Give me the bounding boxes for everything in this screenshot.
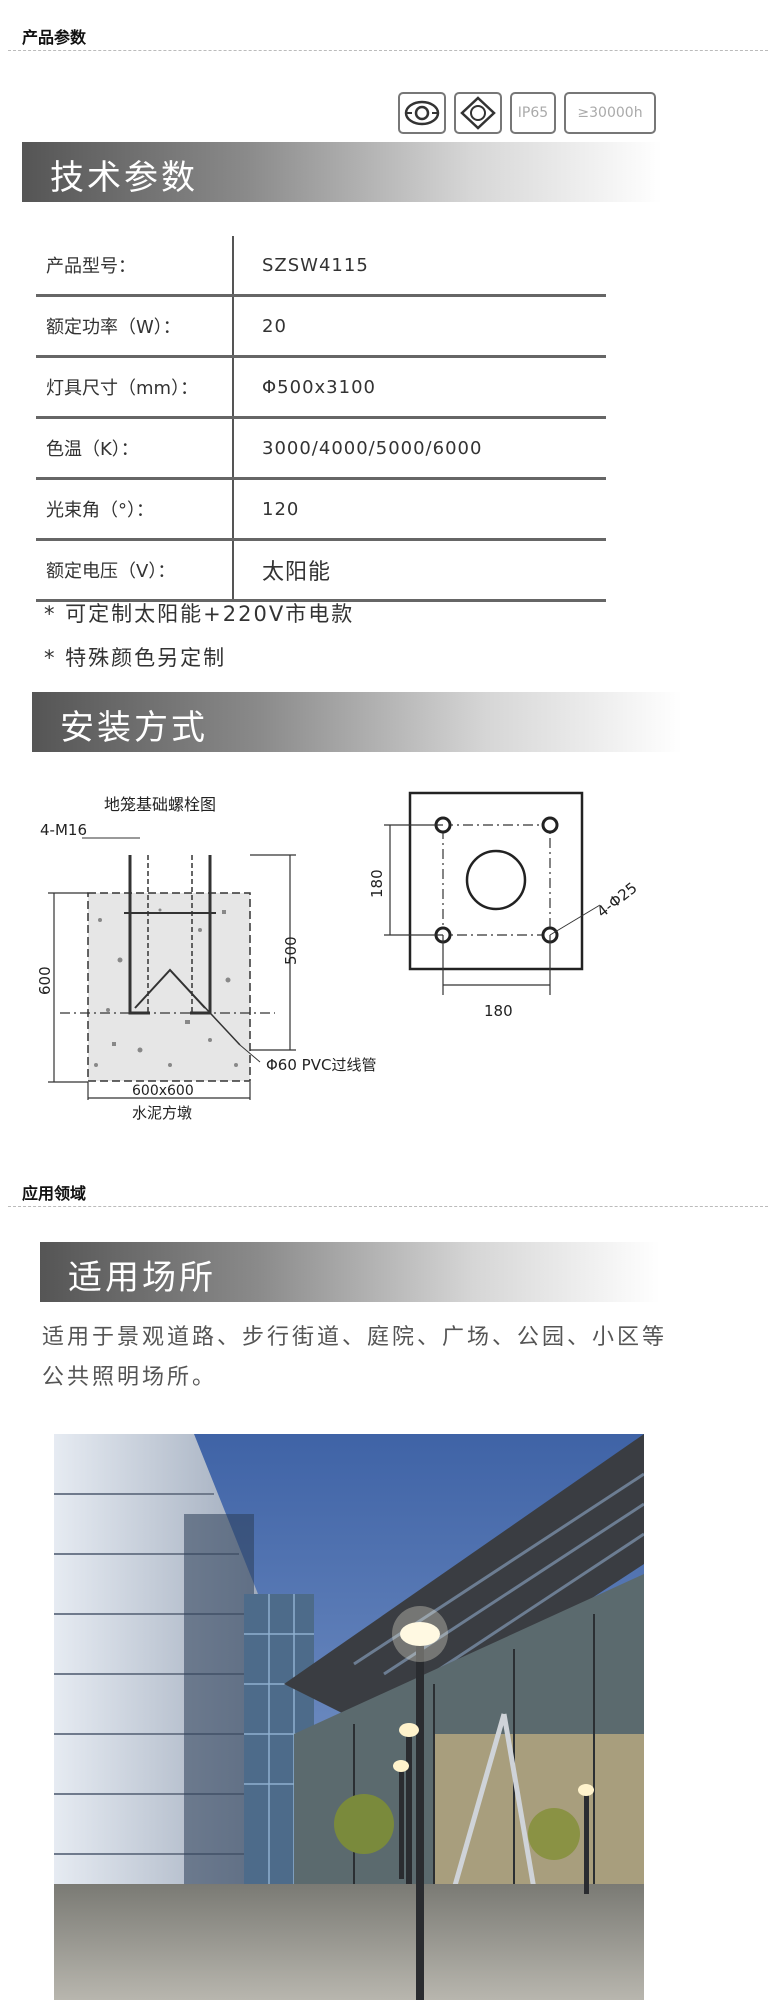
section-divider [8,50,768,51]
ip-rating-badge: IP65 [510,92,556,134]
table-row: 色温（K）：3000/4000/5000/6000 [36,417,606,480]
spec-key: 额定功率（W）： [36,295,234,358]
install-banner: 安装方式 [32,692,682,752]
height-left-label: 600 [36,966,54,995]
spec-key: 产品型号： [36,236,234,297]
table-row: 额定电压（V）：太阳能 [36,539,606,602]
spec-banner: 技术参数 [22,142,662,202]
usage-description: 适用于景观道路、步行街道、庭院、广场、公园、小区等公共照明场所。 [42,1325,668,1390]
installation-diagram: 地笼基础螺栓图 4-M16 600 500 Φ60 PVC过线管 600x600… [36,791,641,1122]
concrete-block [87,892,251,1082]
pipe-label: Φ60 PVC过线管 [266,1056,376,1074]
spec-key: 色温（K）： [36,417,234,480]
plate-v-label: 180 [368,869,386,898]
table-row: 光束角（°）：120 [36,478,606,541]
spec-banner-title: 技术参数 [50,158,198,198]
spec-key: 额定电压（V）： [36,539,234,602]
section-divider [8,1206,768,1207]
bolt-label: 4-M16 [40,821,87,839]
holes-label: 4-Φ25 [593,879,640,921]
lifetime-badge: ≥30000h [564,92,656,134]
spec-value: 太阳能 [233,539,606,602]
application-photo [54,1434,644,2000]
note-solar-option: * 可定制太阳能+220V市电款 [44,602,355,626]
eye-ring-icon [398,92,446,134]
note-custom-color: * 特殊颜色另定制 [44,646,227,670]
table-row: 产品型号：SZSW4115 [36,236,606,297]
base-label: 水泥方墩 [132,1104,192,1122]
usage-banner: 适用场所 [40,1242,660,1302]
section-title-application: 应用领域 [22,1184,87,1203]
plate-h-label: 180 [484,1002,513,1020]
height-right-label: 500 [282,936,300,965]
diagram-title: 地笼基础螺栓图 [104,795,216,814]
usage-banner-title: 适用场所 [68,1258,216,1298]
spec-value: 3000/4000/5000/6000 [233,417,606,480]
spec-key: 光束角（°）： [36,478,234,541]
section-title-product-params: 产品参数 [22,28,87,47]
spec-value: 120 [233,478,606,541]
spec-value: SZSW4115 [233,236,606,297]
spec-key: 灯具尺寸（mm）： [36,356,234,419]
spec-value: Φ500x3100 [233,356,606,419]
base-size-label: 600x600 [132,1083,194,1099]
spec-value: 20 [233,295,606,358]
table-row: 额定功率（W）：20 [36,295,606,358]
install-banner-title: 安装方式 [60,708,208,748]
diamond-light-icon [454,92,502,134]
spec-table: 产品型号：SZSW4115 额定功率（W）：20 灯具尺寸（mm）：Φ500x3… [36,236,606,602]
base-plate [408,791,584,971]
certification-badges: IP65 ≥30000h [398,92,656,136]
table-row: 灯具尺寸（mm）：Φ500x3100 [36,356,606,419]
